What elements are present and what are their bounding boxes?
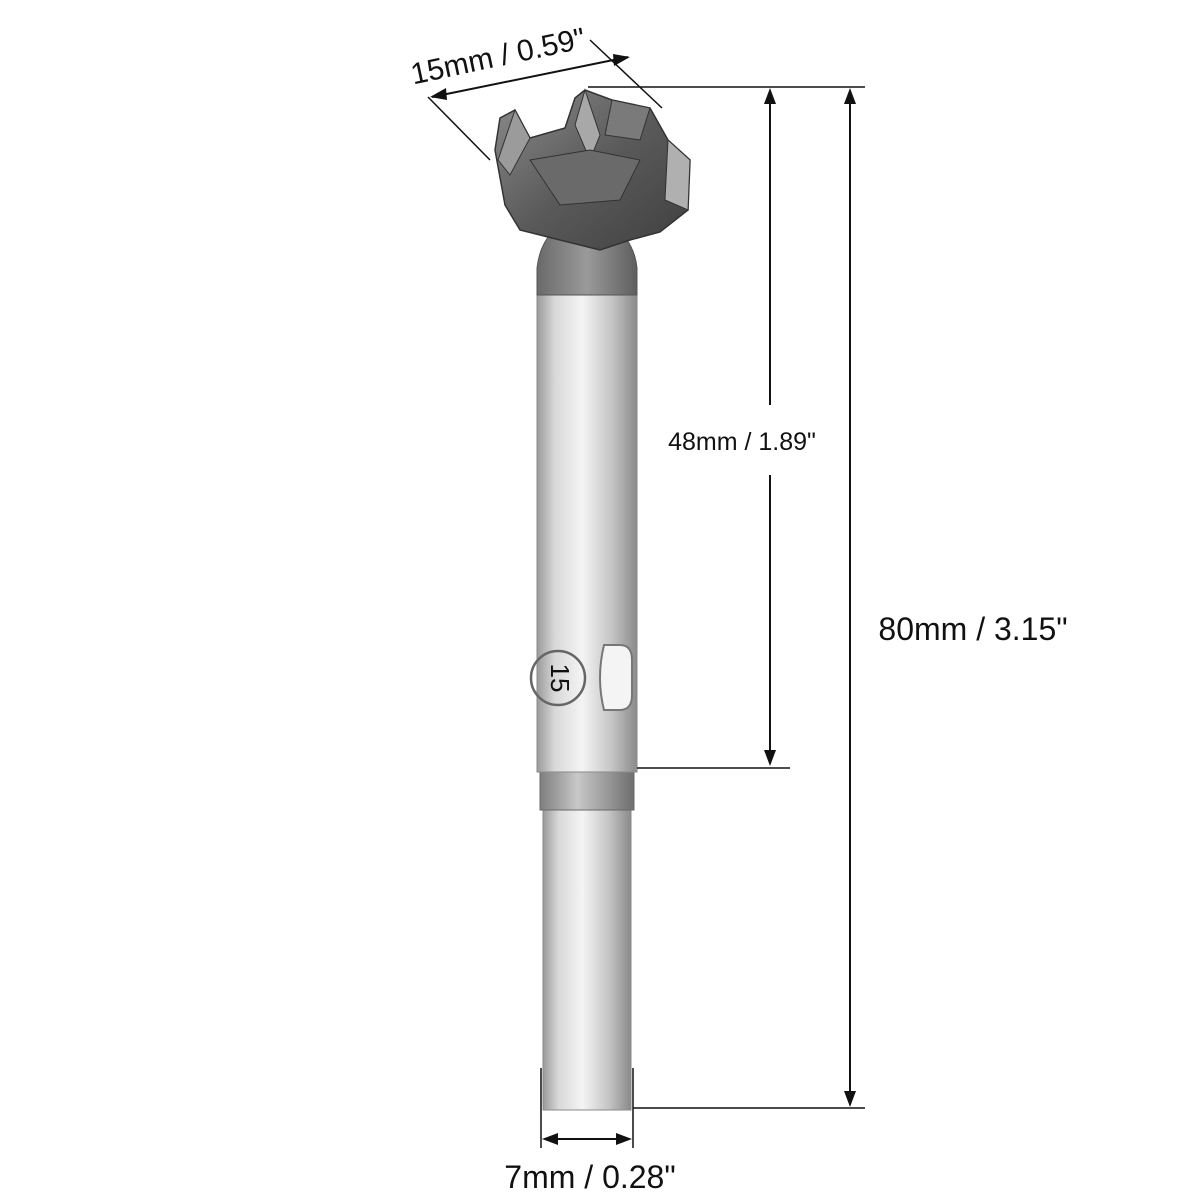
flat-mark	[599, 644, 633, 711]
cutting-length-dimension	[588, 86, 790, 769]
cutting-head	[494, 88, 691, 251]
cutting-length-label: 48mm / 1.89"	[668, 428, 816, 456]
head-diameter-dimension	[427, 39, 663, 161]
shank-diameter-label: 7mm / 0.28"	[504, 1159, 675, 1195]
knurled-band	[539, 769, 635, 811]
shank-diameter-dimension	[540, 1068, 634, 1148]
lower-shank	[542, 804, 632, 1111]
total-length-dimension	[633, 86, 865, 1109]
size-stamp-circle	[529, 649, 587, 707]
drill-bit: 15	[494, 88, 691, 1111]
head-diameter-label: 15mm / 0.59"	[408, 22, 588, 91]
size-stamp-text: 15	[545, 664, 575, 693]
total-length-label: 80mm / 3.15"	[878, 611, 1067, 647]
